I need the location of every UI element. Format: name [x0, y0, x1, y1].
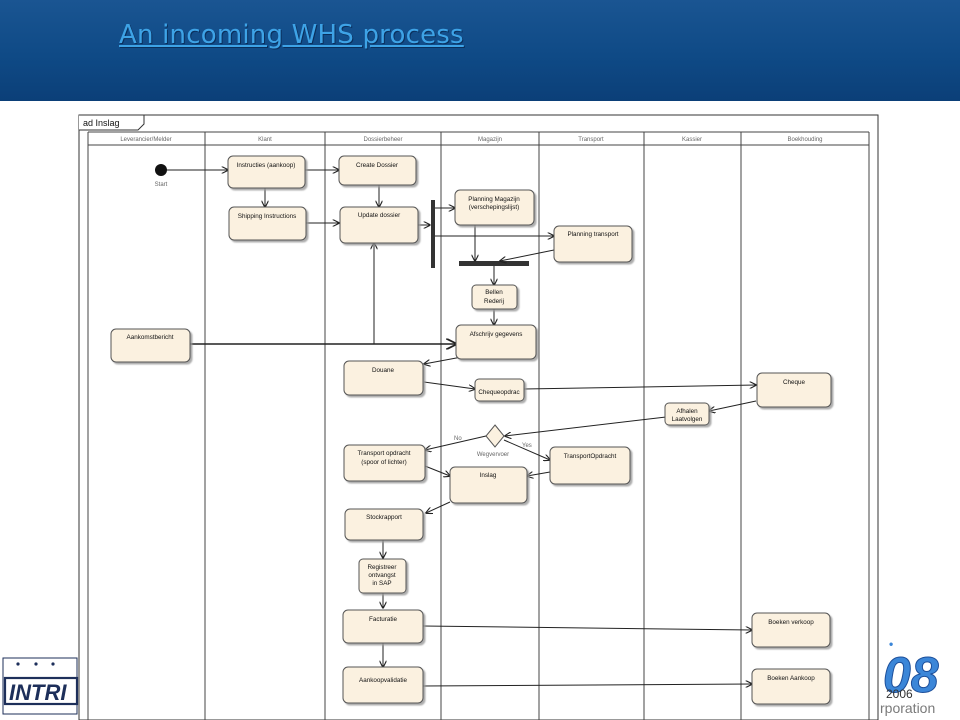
- intri-logo: INTRI: [2, 657, 79, 715]
- start-label: Start: [155, 182, 168, 188]
- join-bar: [459, 261, 529, 266]
- lane-magazijn: Magazijn: [478, 137, 502, 143]
- label-planning-magazijn-2: (verschepingslijst): [469, 204, 519, 211]
- page-title[interactable]: An incoming WHS process: [119, 20, 464, 50]
- lane-boekhouding: Boekhouding: [787, 137, 822, 143]
- label-transportopdracht: TransportOpdracht: [564, 453, 617, 460]
- label-planning-transport: Planning transport: [567, 231, 618, 238]
- label-inslag: Inslag: [480, 472, 497, 479]
- label-registreer-1: Registreer: [367, 564, 396, 571]
- node-bellen-rederij: [471, 284, 518, 310]
- frame-label: ad Inslag: [83, 118, 120, 128]
- svg-text:•: •: [889, 637, 893, 651]
- node-registreer: [358, 558, 407, 594]
- activity-diagram: ad Inslag Leverancier/Melder Klant Dossi…: [78, 114, 879, 720]
- event-logo-text: 08: [883, 647, 939, 703]
- node-cheque: [756, 372, 832, 408]
- node-shipping: [228, 206, 307, 241]
- decision-label: Wegvervoer: [477, 452, 509, 458]
- label-chequeopdracht: Chequeopdrac: [478, 389, 519, 396]
- label-planning-magazijn-1: Planning Magazijn: [468, 196, 520, 203]
- node-create-dossier: [338, 155, 417, 186]
- label-aankomstbericht: Aankomstbericht: [127, 334, 174, 341]
- footer-year: 2006: [886, 687, 913, 701]
- label-instructies: Instructies (aankoop): [237, 162, 296, 169]
- label-registreer-3: in SAP: [372, 580, 391, 587]
- node-aankomstbericht: [110, 328, 191, 363]
- footer-corporation: rporation: [880, 700, 936, 716]
- node-afhalen: [664, 402, 710, 426]
- label-registreer-2: ontvangst: [368, 572, 396, 579]
- label-boeken-aankoop: Boeken Aankoop: [767, 675, 815, 682]
- label-afhalen-2: Laatvolgen: [672, 416, 703, 423]
- node-planning-transport: [553, 225, 633, 263]
- header-bar: An incoming WHS process: [0, 0, 960, 101]
- node-instructies: [227, 155, 306, 189]
- start-node: [155, 164, 167, 176]
- label-create-dossier: Create Dossier: [356, 162, 398, 169]
- node-transport-opdracht: [343, 444, 426, 482]
- fork-bar: [431, 200, 435, 268]
- label-transport-opdracht-2: (spoor of lichter): [361, 459, 407, 466]
- node-douane: [343, 360, 424, 396]
- swimlanes: [87, 131, 870, 720]
- node-facturatie: [342, 609, 424, 644]
- label-shipping: Shipping Instructions: [238, 213, 296, 220]
- lane-kassier: Kassier: [682, 137, 702, 143]
- label-bellen-2: Rederij: [484, 298, 504, 305]
- label-douane: Douane: [372, 367, 395, 374]
- event-logo: ° • 08: [875, 634, 939, 704]
- label-afschrijv: Afschrijv gegevens: [470, 331, 523, 338]
- logo-text: INTRI: [9, 680, 67, 705]
- node-inslag: [449, 466, 528, 504]
- label-facturatie: Facturatie: [369, 616, 397, 623]
- lane-klant: Klant: [258, 137, 272, 143]
- node-chequeopdracht: [474, 378, 525, 402]
- label-afhalen-1: Afhalen: [676, 408, 698, 415]
- lane-transport: Transport: [578, 137, 604, 143]
- label-cheque: Cheque: [783, 379, 806, 386]
- label-boeken-verkoop: Boeken verkoop: [768, 619, 814, 626]
- decision-node: [485, 424, 505, 448]
- frame-tab: [79, 114, 145, 131]
- label-bellen-1: Bellen: [485, 289, 503, 296]
- label-transport-opdracht-1: Transport opdracht: [358, 450, 411, 457]
- node-planning-magazijn: [454, 189, 535, 226]
- lane-leverancier: Leverancier/Melder: [120, 137, 171, 143]
- node-aankoopvalidatie: [342, 666, 424, 704]
- guard-yes: Yes: [522, 443, 532, 449]
- lane-dossierbeheer: Dossierbeheer: [363, 137, 402, 143]
- node-update-dossier: [339, 206, 419, 244]
- label-aankoopvalidatie: Aankoopvalidatie: [359, 677, 407, 684]
- node-boeken-aankoop: [751, 668, 831, 705]
- guard-no: No: [454, 436, 462, 442]
- node-boeken-verkoop: [751, 612, 831, 648]
- node-transportopdracht: [549, 446, 631, 485]
- node-stockrapport: [344, 508, 424, 541]
- label-update-dossier: Update dossier: [358, 212, 400, 219]
- label-stockrapport: Stockrapport: [366, 514, 402, 521]
- node-afschrijv: [455, 324, 537, 360]
